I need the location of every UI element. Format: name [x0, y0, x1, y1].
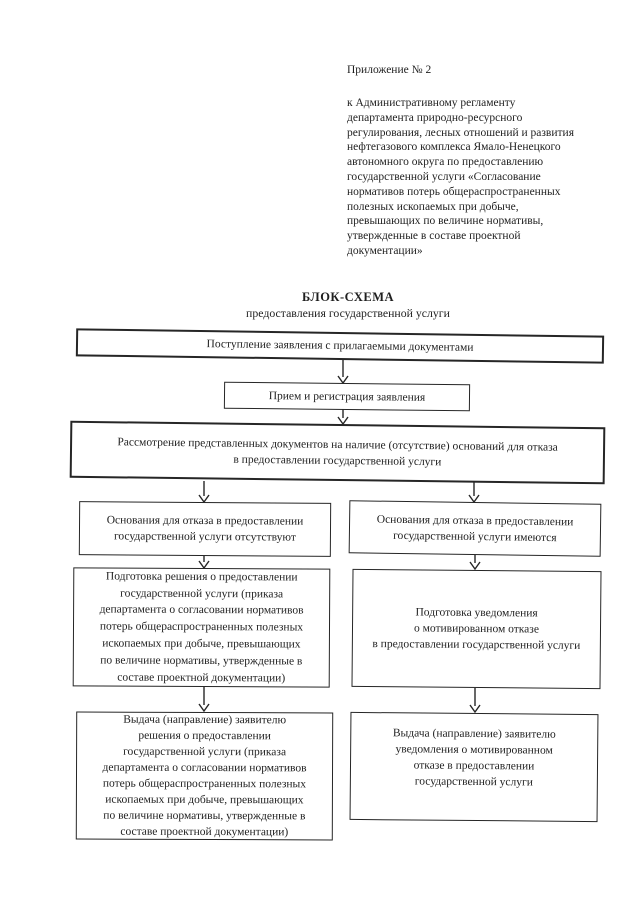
flow-box-grounds-exist: Основания для отказа в предоставлении го… — [348, 500, 602, 557]
flowchart-title: БЛОК-СХЕМА — [301, 290, 395, 304]
flow-box-issue-decision: Выдача (направление) заявителю решения о… — [75, 711, 334, 841]
flow-box-review: Рассмотрение представленных документов н… — [69, 420, 606, 485]
down-arrow-icon — [198, 481, 210, 503]
down-arrow-icon — [198, 687, 210, 712]
flowchart-subtitle: предоставления государственной услуги — [246, 306, 450, 320]
flow-box-issue-refusal: Выдача (направление) заявителю уведомлен… — [349, 711, 599, 823]
down-arrow-icon — [469, 555, 481, 570]
flow-box-prepare-decision: Подготовка решения о предоставлении госу… — [72, 567, 331, 688]
down-arrow-icon — [468, 481, 480, 503]
down-arrow-icon — [337, 360, 349, 384]
flow-box-registration: Прием и регистрация заявления — [223, 381, 471, 412]
appendix-reference-text: к Административному регламенту департаме… — [347, 97, 574, 257]
down-arrow-icon — [337, 409, 349, 425]
flow-box-prepare-refusal: Подготовка уведомления о мотивированном … — [351, 568, 602, 690]
appendix-label: Приложение № 2 — [347, 64, 432, 76]
flow-box-intake: Поступление заявления с прилагаемыми док… — [75, 328, 605, 364]
down-arrow-icon — [198, 556, 210, 569]
down-arrow-icon — [469, 688, 481, 713]
flow-box-no-grounds: Основания для отказа в предоставлении го… — [78, 501, 332, 557]
